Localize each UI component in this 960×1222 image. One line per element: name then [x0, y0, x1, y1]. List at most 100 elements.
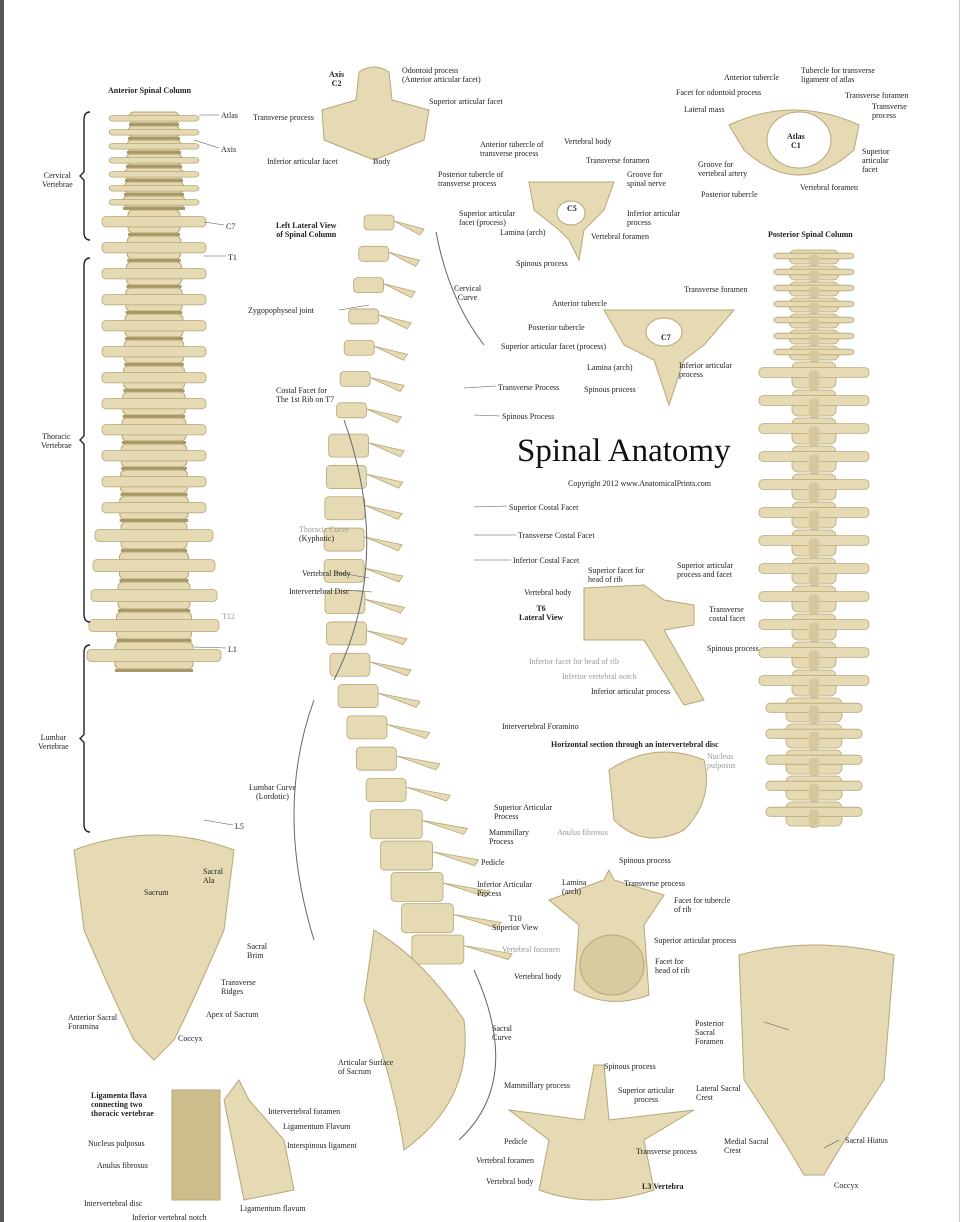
lateral-kyphotic-label: (Kyphotic) [299, 534, 335, 543]
leader-line [463, 385, 497, 389]
c5-sup-facet-label: Superior articular facet (process) [459, 209, 516, 227]
anterior-transverse-process [108, 129, 200, 136]
intervertebral-disc [127, 259, 181, 262]
posterior-spinous-process [809, 705, 819, 724]
anterior-sacrum-label: Sacrum [144, 888, 169, 897]
anterior-anterior-sacral-foramina-label: Anterior Sacral Foramina [68, 1013, 118, 1031]
posterior-post-foramen-label: Posterior Sacral Foramen [695, 1019, 724, 1046]
atlas-c1-tubercle-ligament-label: Tubercle for transverse ligament of atla… [801, 66, 875, 84]
t10-facet-tubercle-label: Facet for tubercle of rib [674, 896, 731, 914]
anterior-transverse-process [101, 216, 207, 228]
lateral-vertebral-body [363, 214, 395, 231]
intervertebral-disc [121, 467, 187, 470]
thoracic-brace [79, 257, 91, 623]
lateral-vertebral-body [339, 371, 371, 387]
c7-inf-process-label: Inferior articular process [679, 361, 733, 379]
anterior-t12-label: T12 [222, 612, 235, 621]
lateral-spinous-process [422, 820, 469, 835]
atlas-c1-groove-label: Groove for vertebral artery [698, 160, 748, 178]
sacral-curve-line [458, 969, 497, 1141]
lateral-foramina-label: Intervertebral Foramino [502, 722, 579, 731]
intervertebral-disc [129, 123, 179, 126]
axis-c2-inferior-facet-label: Inferior articular facet [267, 157, 338, 166]
leader-line [203, 819, 234, 826]
t10-spinous-label: Spinous process [619, 856, 671, 865]
anterior-title-label: Anterior Spinal Column [108, 86, 191, 95]
lumbar-brace [79, 644, 91, 833]
lateral-sacral-curve-label: Sacral Curve [492, 1024, 512, 1042]
posterior-spinous-process [809, 757, 819, 776]
l3-vertebra [507, 1064, 695, 1201]
anterior-sacral-ala-label: Sacral Ala [203, 867, 223, 885]
ligamenta-lig-flavum-upper-label: Ligamentum Flavum [283, 1122, 351, 1131]
cervical-brace [79, 111, 91, 241]
posterior-spinous-process [809, 318, 819, 330]
intervertebral-disc [125, 337, 183, 340]
lateral-vertebral-body [411, 934, 465, 965]
anterior-transverse-process [101, 242, 207, 254]
l3-mammillary-label: Mammillary process [504, 1081, 570, 1090]
intervertebral-disc [126, 285, 182, 288]
intervertebral-disc [119, 519, 189, 522]
ligamenta-iv-foramen-label: Intervertebral foramen [268, 1107, 341, 1116]
c7-vertebral-foramen [645, 317, 683, 347]
anterior-transverse-process [101, 268, 207, 280]
c7-lamina-label: Lamina (arch) [587, 363, 633, 372]
thoracic-curve-line [333, 419, 368, 681]
posterior-coccyx-label: Coccyx [834, 1181, 859, 1190]
lateral-vertebral-body [358, 245, 390, 262]
lateral-lumbar-curve-label: Lumbar Curve (Lordotic) [249, 783, 296, 801]
lateral-trans-costal-label: Transverse Costal Facet [518, 531, 595, 540]
anterior-transverse-process [108, 115, 200, 122]
anterior-sacral-brim-label: Sacral Brim [247, 942, 267, 960]
anterior-transverse-process [108, 171, 200, 178]
lateral-zygo-label: Zygopophyseal joint [248, 306, 314, 315]
lateral-vertebral-body [401, 903, 454, 934]
posterior-lateral-crest-label: Lateral Sacral Crest [696, 1084, 741, 1102]
lateral-spinous-process [388, 251, 421, 267]
t6-sup-articular-label: Superior articular process and facet [677, 561, 734, 579]
sacrum-lateral [363, 929, 466, 1151]
lateral-spinous-process [463, 945, 513, 961]
t10-body-label: Vertebral body [514, 972, 562, 981]
sacrum-posterior [738, 944, 895, 1176]
lateral-spinous-process [363, 536, 403, 552]
atlas-c1-foramen-label: Vertebral foramen [800, 183, 858, 192]
lateral-vertebral-body [324, 590, 366, 615]
atlas-c1-transverse-process-label: Transverse process [872, 102, 907, 120]
anterior-t1-label: T1 [228, 253, 237, 262]
poster-title: Spinal Anatomy [517, 433, 731, 469]
intervertebral-disc [127, 151, 181, 154]
c7-spinous-label: Spinous process [584, 385, 636, 394]
posterior-spinous-process [809, 286, 819, 298]
t6-title-label: T6 Lateral View [519, 604, 564, 622]
anterior-transverse-process [108, 143, 200, 150]
leader-line [333, 571, 370, 579]
posterior-medial-crest-label: Medial Sacral Crest [724, 1137, 769, 1155]
intervertebral-disc [123, 389, 185, 392]
lateral-sup-articular-label: Superior Articular Process [494, 803, 552, 821]
intervertebral-disc [122, 441, 186, 444]
posterior-spinous-process [809, 270, 819, 282]
anterior-transverse-process [101, 476, 207, 488]
posterior-spinous-process [809, 678, 819, 698]
posterior-spinous-process [809, 510, 819, 530]
lateral-vertebral-body [328, 433, 370, 458]
axis-c2-superior-facet-label: Superior articular facet [429, 97, 503, 106]
intervertebral-disc [128, 137, 180, 140]
l3-pedicle-label: Pedicle [504, 1137, 528, 1146]
posterior-spinous-process [809, 426, 819, 446]
leader-line [343, 589, 373, 593]
lateral-spinous-process [366, 630, 408, 646]
anterior-transverse-ridges-label: Transverse Ridges [221, 978, 256, 996]
c7-transverse-foramen-label: Transverse foramen [684, 285, 748, 294]
posterior-spinous-process [809, 594, 819, 614]
ligamenta-lig-flavum-lower-label: Ligamentum flavum [240, 1204, 306, 1213]
lateral-spinous-process [396, 755, 441, 771]
lateral-vertebral-body [355, 746, 397, 771]
t6-spinous-label: Spinous process [707, 644, 759, 653]
t6-inf-notch-label: Inferior vertebral notch [562, 672, 637, 681]
intervertebral-disc [128, 233, 180, 236]
anterior-transverse-process [101, 424, 207, 436]
